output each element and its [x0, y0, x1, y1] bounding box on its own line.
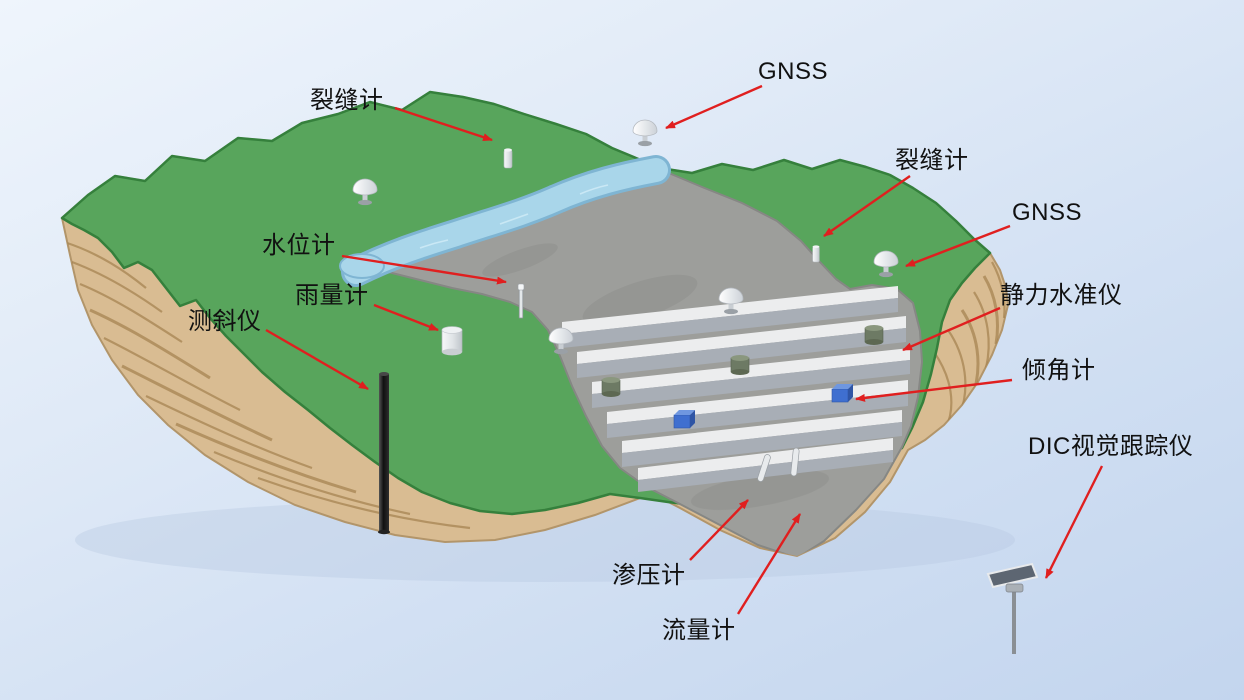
- arrow-flow-meter: [736, 513, 802, 615]
- water-level-sensor: [517, 283, 525, 319]
- arrow-crack-gauge-right: [823, 175, 911, 237]
- arrow-water-level: [341, 254, 507, 285]
- label-dic-tracker: DIC视觉跟踪仪: [1028, 433, 1194, 460]
- river-water: [344, 158, 668, 284]
- dic-camera-station: [986, 562, 1039, 654]
- arrow-hydrostatic-level: [902, 306, 1001, 352]
- terrace-tread: [592, 348, 910, 394]
- label-gnss-top: GNSS: [758, 58, 829, 85]
- crack-gauge-sensor: [812, 244, 820, 263]
- terrace-riser: [562, 298, 898, 348]
- hydrostatic-level-sensor: [730, 354, 750, 376]
- label-crack-gauge-left: 裂缝计: [310, 87, 384, 114]
- label-piezometer: 渗压计: [612, 562, 686, 589]
- rain-gauge-sensor: [441, 326, 463, 356]
- terrace-riser: [577, 328, 906, 378]
- dic-solar-panel: [986, 562, 1039, 589]
- label-gnss-right: GNSS: [1012, 199, 1083, 226]
- arrow-rain-gauge: [373, 303, 439, 332]
- terrace-tread: [622, 410, 902, 453]
- tiltmeter-sensor: [831, 383, 854, 403]
- arrow-dic-tracker: [1044, 465, 1104, 579]
- terrace-riser: [622, 422, 902, 467]
- label-inclinometer: 测斜仪: [188, 308, 262, 335]
- pointer-arrows: [265, 84, 1104, 615]
- label-tiltmeter: 倾角计: [1022, 357, 1096, 384]
- label-water-level-gauge: 水位计: [262, 232, 336, 259]
- terrace-tread: [577, 316, 906, 364]
- tiltmeter-sensor: [673, 409, 696, 429]
- crack-gauge-sensor: [503, 147, 513, 169]
- dic-pole: [1012, 584, 1016, 654]
- inclinometer-sensor: [378, 372, 390, 535]
- label-crack-gauge-right: 裂缝计: [895, 147, 969, 174]
- dic-camera-head: [1005, 583, 1024, 593]
- arrow-gnss-top: [665, 84, 763, 130]
- terrace-riser: [592, 360, 910, 408]
- arrow-crack-gauge-left: [394, 106, 493, 142]
- landslide-texture: [482, 243, 829, 510]
- hydrostatic-level-sensor: [864, 324, 884, 346]
- river-ripples: [419, 184, 609, 249]
- soil-strata-lines: [63, 240, 1006, 530]
- label-flow-meter: 流量计: [662, 617, 736, 644]
- arrow-gnss-right: [905, 224, 1011, 268]
- label-hydrostatic-level: 静力水准仪: [1000, 282, 1123, 309]
- hydrostatic-level-sensor: [601, 376, 621, 398]
- terrace-steps: [562, 286, 910, 492]
- label-rain-gauge: 雨量计: [295, 282, 369, 309]
- gnss-dome: [632, 119, 658, 147]
- arrow-piezometer: [689, 499, 749, 561]
- arrow-inclinometer: [265, 328, 369, 391]
- sensors: [352, 119, 1039, 654]
- arrow-tiltmeter: [855, 378, 1013, 402]
